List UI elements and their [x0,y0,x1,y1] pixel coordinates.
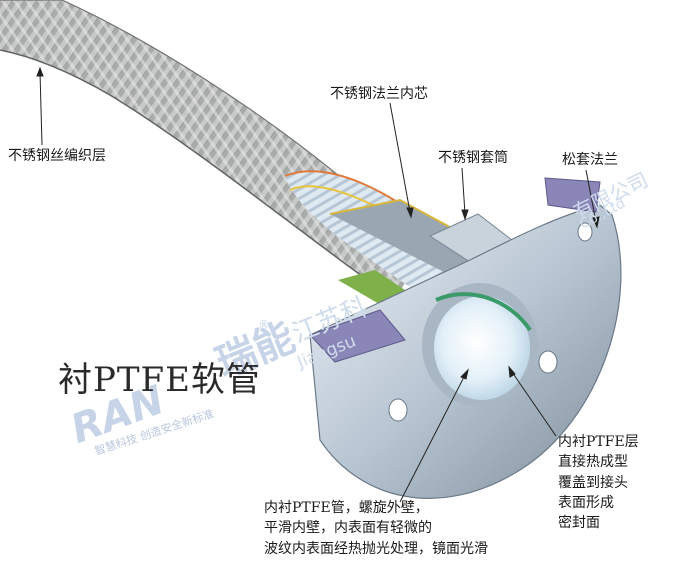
label-ptfe-layer-line: 内衬PTFE层 [558,434,639,450]
label-ptfe-layer-line: 表面形成 [558,494,614,511]
label-loose-flange: 松套法兰 [562,152,618,168]
braided-hose [0,0,430,301]
label-flange-core: 不锈钢法兰内芯 [330,86,428,102]
label-ptfe-layer-line: 密封面 [558,515,600,532]
page-title: 衬PTFE软管 [58,360,261,400]
label-inner-tube-line: 平滑内壁，内表面有轻微的 [264,520,432,537]
loose-flange [309,177,622,499]
label-sleeve: 不锈钢套筒 [438,150,508,166]
leader-lines [36,66,600,503]
brand-watermark-registered: ® [258,318,270,332]
label-inner-tube: 内衬PTFE管，螺旋外壁， 平滑内壁，内表面有轻微的 波纹内表面经热抛光处理，镜… [264,498,488,559]
label-inner-tube-line: 波纹内表面经热抛光处理，镜面光滑 [264,540,488,557]
label-ptfe-layer-line: 覆盖到接头 [558,474,628,491]
label-ptfe-layer: 内衬PTFE层 直接热成型 覆盖到接头 表面形成 密封面 [558,432,639,533]
label-inner-tube-line: 内衬PTFE管，螺旋外壁， [264,500,429,516]
label-braid: 不锈钢丝编织层 [8,148,106,164]
label-ptfe-layer-line: 直接热成型 [558,454,628,471]
